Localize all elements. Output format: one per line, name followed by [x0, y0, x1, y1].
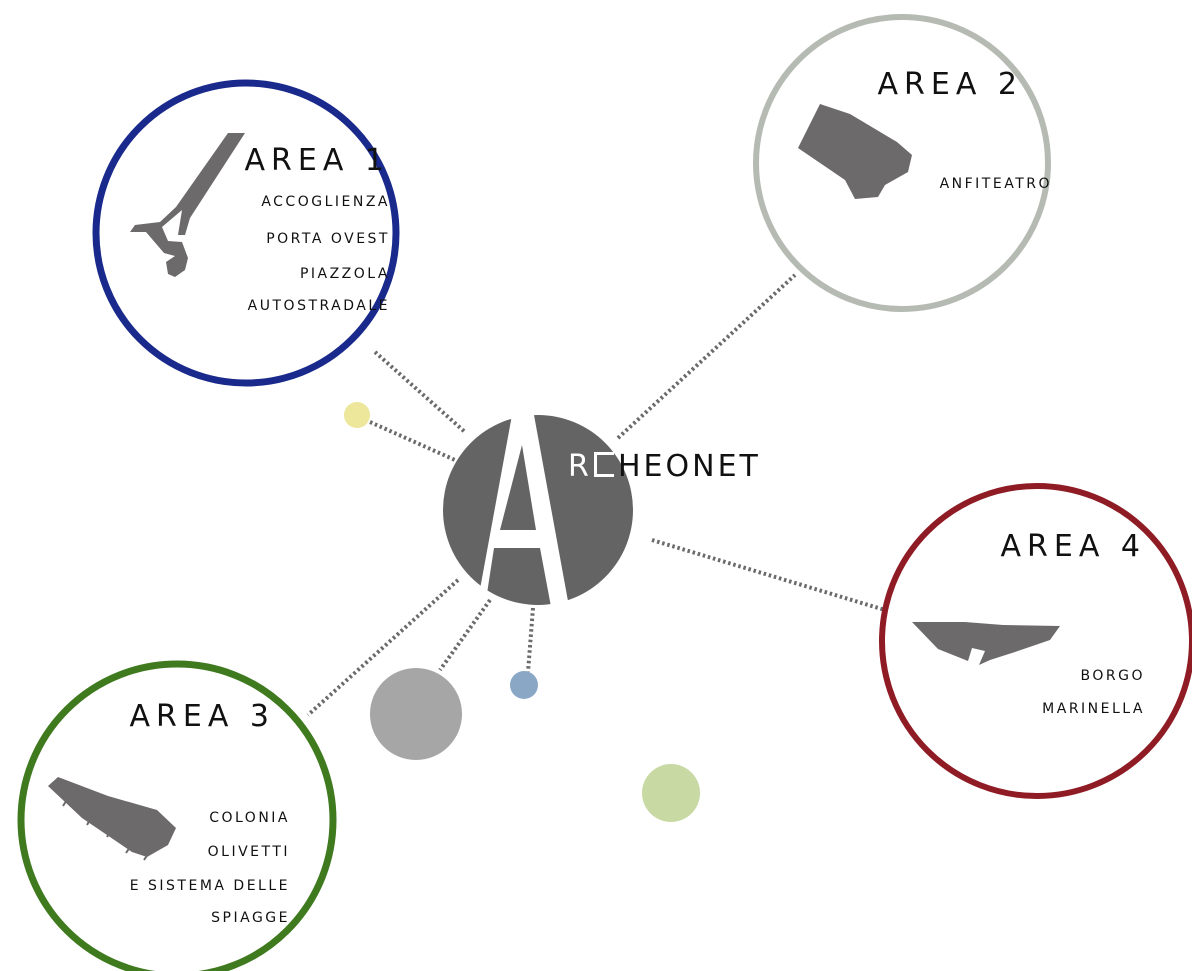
area-1-line: PORTA OVEST — [266, 231, 390, 247]
logo-letter-a-counter — [500, 445, 536, 530]
gray-dot — [370, 668, 462, 760]
area-4-node: AREA 4 BORGO MARINELLA — [879, 483, 1192, 799]
area-1-node: AREA 1 ACCOGLIENZA PORTA OVEST PIAZZOLA … — [92, 79, 400, 387]
brand-c-bottom — [594, 474, 614, 477]
connector-area2 — [616, 273, 797, 440]
area-1-title: AREA 1 — [245, 143, 390, 178]
area-3-footprint-ticks — [62, 797, 151, 861]
area-1-ring — [92, 79, 400, 387]
connector-area1 — [373, 350, 467, 434]
green-dot — [642, 764, 700, 822]
area-3-node: AREA 3 COLONIA OLIVETTI E SISTEMA DELLE … — [17, 660, 337, 971]
area-2-ring — [753, 14, 1051, 312]
area-2-line: ANFITEATRO — [940, 176, 1052, 192]
area-2-node: AREA 2 ANFITEATRO — [753, 14, 1052, 312]
area-1-footprint — [130, 133, 245, 277]
area-3-line: SPIAGGE — [211, 910, 290, 926]
yellow-dot — [344, 402, 370, 428]
area-3-ring — [17, 660, 337, 971]
brand-text: R HEONET — [568, 449, 761, 484]
area-4-line: BORGO — [1081, 668, 1145, 684]
area-4-footprint — [912, 622, 1060, 665]
area-2-title: AREA 2 — [878, 67, 1023, 102]
connector-blue-dot — [526, 607, 535, 673]
brand-c-side — [594, 452, 597, 477]
brand-lead-letter: R — [568, 449, 592, 484]
area-3-line: OLIVETTI — [208, 844, 290, 860]
connector-area3 — [306, 578, 460, 717]
area-3-line: COLONIA — [209, 810, 290, 826]
area-4-line: MARINELLA — [1042, 701, 1145, 717]
connector-gray-dot — [438, 598, 492, 672]
area-3-line: E SISTEMA DELLE — [130, 878, 290, 894]
blue-dot — [510, 671, 538, 699]
area-4-title: AREA 4 — [1001, 529, 1146, 564]
hub-logo — [443, 415, 633, 612]
area-1-line: ACCOGLIENZA — [261, 194, 390, 210]
area-1-line: PIAZZOLA — [300, 266, 390, 282]
area-2-footprint — [798, 104, 912, 199]
connector-area4 — [651, 538, 886, 612]
brand-c-top — [594, 452, 614, 455]
area-1-line: AUTOSTRADALE — [248, 298, 390, 314]
brand-rest: HEONET — [618, 449, 761, 484]
area-3-footprint — [48, 777, 176, 857]
connector-lines — [306, 273, 886, 717]
area-4-ring — [879, 483, 1192, 799]
area-3-title: AREA 3 — [130, 699, 275, 734]
connector-yellow-dot — [369, 420, 456, 462]
